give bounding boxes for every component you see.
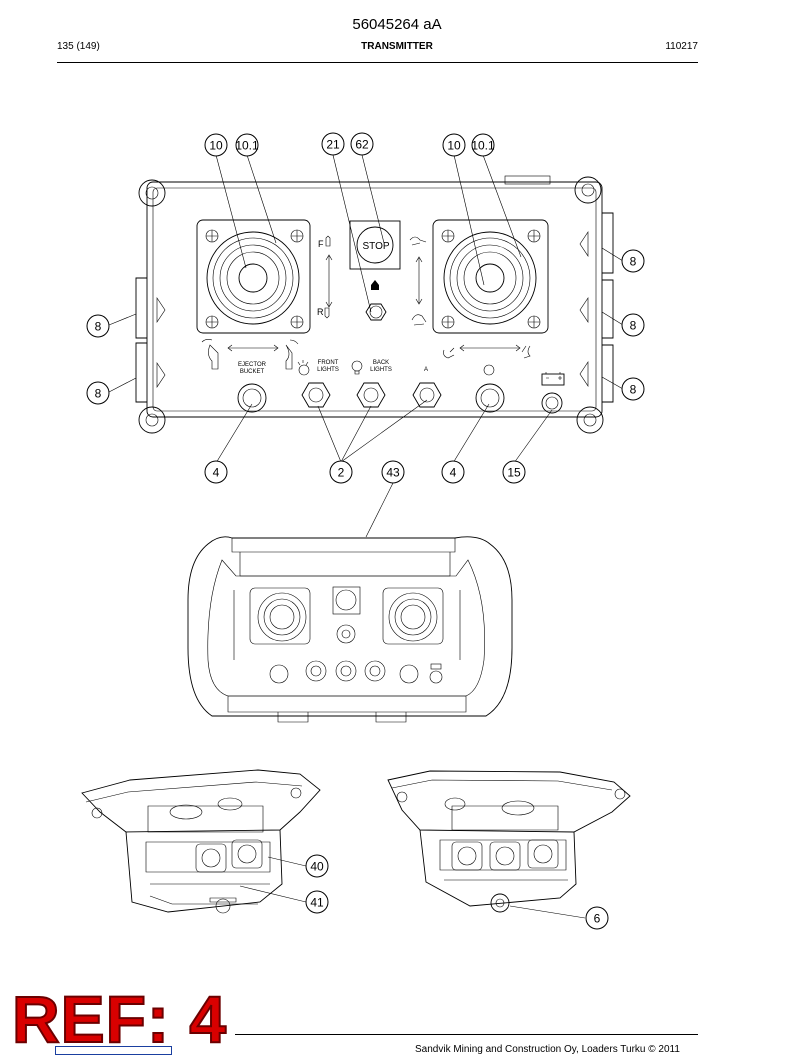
callout-10-1-right: 10.1 bbox=[471, 133, 495, 157]
callout-8-left-2: 8 bbox=[86, 381, 110, 405]
callout-41: 41 bbox=[305, 890, 329, 914]
side-clip bbox=[135, 212, 614, 403]
ref-stamp: REF: 4 bbox=[11, 982, 228, 1056]
panel-labels: EJECTOR BUCKET FRONT LIGHTS BACK LIGHTS … bbox=[238, 360, 428, 375]
date-code: 110217 bbox=[665, 41, 698, 52]
svg-text:4: 4 bbox=[213, 466, 220, 480]
joystick-icon bbox=[196, 219, 311, 334]
bucket-icon bbox=[201, 236, 531, 370]
toggle-switch-icon bbox=[365, 280, 387, 321]
footer-copyright: Sandvik Mining and Construction Oy, Load… bbox=[415, 1044, 680, 1055]
callout-8-left-1: 8 bbox=[86, 314, 110, 338]
battery-icon bbox=[541, 372, 565, 386]
stop-button-icon: STOP bbox=[349, 220, 401, 270]
svg-text:10.1: 10.1 bbox=[235, 139, 259, 153]
callout-21: 21 bbox=[321, 132, 345, 156]
transmitter-side-view-left bbox=[81, 769, 321, 914]
a-label: A bbox=[424, 367, 428, 373]
light-switch-icon bbox=[301, 382, 442, 408]
callout-10-left: 10 bbox=[204, 133, 228, 157]
svg-text:10: 10 bbox=[209, 139, 223, 153]
callout-43: 43 bbox=[381, 460, 405, 484]
ejector-label-1: EJECTOR bbox=[238, 362, 267, 368]
svg-text:15: 15 bbox=[507, 466, 521, 480]
svg-text:10: 10 bbox=[447, 139, 461, 153]
svg-text:43: 43 bbox=[386, 466, 400, 480]
page-number: 135 (149) bbox=[57, 41, 100, 52]
svg-text:4: 4 bbox=[450, 466, 457, 480]
callout-8-right-2: 8 bbox=[621, 313, 645, 337]
svg-text:8: 8 bbox=[95, 387, 102, 401]
callout-40: 40 bbox=[305, 854, 329, 878]
forward-reverse-indicator: F R bbox=[317, 235, 423, 319]
back-lights-label-1: BACK bbox=[373, 360, 389, 366]
joystick-icon bbox=[432, 219, 549, 334]
callout-8-right-3: 8 bbox=[621, 377, 645, 401]
callout-15: 15 bbox=[502, 460, 526, 484]
transmitter-front-view: STOP F R bbox=[135, 175, 614, 434]
stop-label: STOP bbox=[362, 241, 389, 252]
transmitter-side-view-right bbox=[387, 770, 631, 913]
svg-text:8: 8 bbox=[630, 255, 637, 269]
svg-text:8: 8 bbox=[630, 319, 637, 333]
svg-text:8: 8 bbox=[95, 320, 102, 334]
svg-text:10.1: 10.1 bbox=[471, 139, 495, 153]
svg-text:6: 6 bbox=[594, 912, 601, 926]
callout-4-right: 4 bbox=[441, 460, 465, 484]
light-bulb-icon bbox=[297, 360, 495, 376]
svg-text:62: 62 bbox=[355, 138, 369, 152]
header-rule bbox=[57, 62, 698, 63]
reverse-label: R bbox=[317, 307, 324, 317]
transmitter-enclosure-view bbox=[187, 536, 513, 723]
svg-text:8: 8 bbox=[630, 383, 637, 397]
front-lights-label-1: FRONT bbox=[318, 360, 339, 366]
callout-4-left: 4 bbox=[204, 460, 228, 484]
corner-boss bbox=[138, 176, 604, 434]
leader-lines bbox=[108, 154, 624, 919]
callout-2: 2 bbox=[329, 460, 353, 484]
pushbutton-icon bbox=[237, 383, 563, 414]
callout-10-1-left: 10.1 bbox=[235, 133, 259, 157]
callout-62: 62 bbox=[350, 132, 374, 156]
callout-10-right: 10 bbox=[442, 133, 466, 157]
callout-8-right-1: 8 bbox=[621, 249, 645, 273]
footer-rule bbox=[235, 1034, 698, 1035]
front-lights-label-2: LIGHTS bbox=[317, 367, 339, 373]
document-number: 56045264 aA bbox=[352, 16, 442, 33]
callout-6: 6 bbox=[585, 906, 609, 930]
ejector-label-2: BUCKET bbox=[240, 369, 265, 375]
svg-text:40: 40 bbox=[310, 860, 324, 874]
back-lights-label-2: LIGHTS bbox=[370, 367, 392, 373]
forward-label: F bbox=[318, 239, 324, 249]
svg-text:2: 2 bbox=[338, 466, 345, 480]
svg-text:21: 21 bbox=[326, 138, 340, 152]
page-title: TRANSMITTER bbox=[361, 41, 433, 52]
svg-text:41: 41 bbox=[310, 896, 324, 910]
